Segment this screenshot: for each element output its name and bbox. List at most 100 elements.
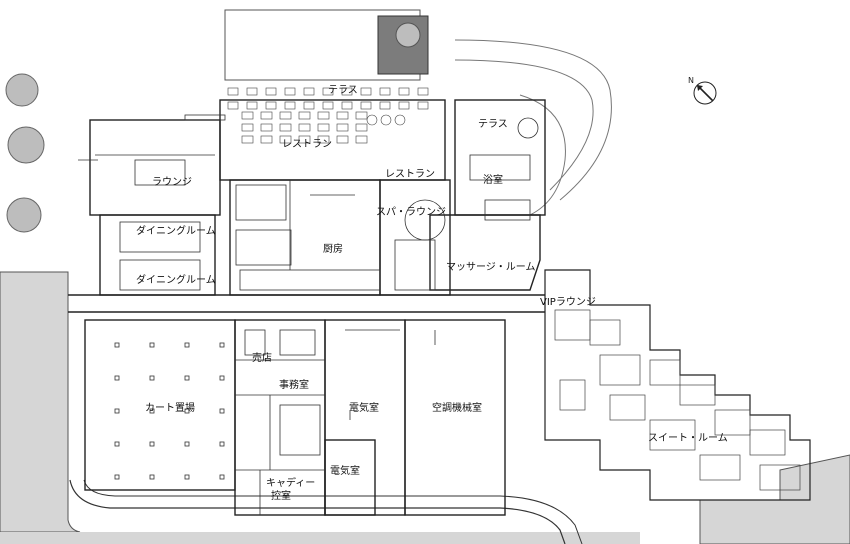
restaurant-table — [355, 111, 368, 120]
terrace-table — [379, 101, 391, 110]
column — [114, 441, 120, 447]
north-arrow — [693, 81, 717, 105]
label-caddie: キャディー — [266, 478, 316, 489]
label-dining-2: ダイニングルーム — [136, 275, 216, 286]
terrace-table — [417, 87, 429, 96]
column — [149, 441, 155, 447]
suite-room — [649, 359, 681, 386]
suite-room — [649, 419, 696, 451]
label-hvac-room: 空調機械室 — [432, 403, 482, 414]
column — [114, 408, 120, 414]
restaurant-table — [279, 111, 292, 120]
restaurant-table — [317, 135, 330, 144]
label-office: 事務室 — [279, 380, 309, 391]
terrace-table — [265, 87, 277, 96]
restaurant-table — [317, 111, 330, 120]
restaurant-table — [298, 135, 311, 144]
ground-bottom — [0, 532, 640, 544]
label-dining-1: ダイニングルーム — [136, 226, 216, 237]
label-control-room: 控室 — [271, 491, 291, 502]
terrace-table — [265, 101, 277, 110]
terrace-table — [227, 87, 239, 96]
terrace-table — [398, 101, 410, 110]
restaurant-table — [260, 135, 273, 144]
column — [184, 342, 190, 348]
north-arrow-letter: N — [688, 76, 694, 85]
round-table — [394, 114, 406, 126]
column — [114, 375, 120, 381]
suite-room — [749, 429, 786, 456]
tree — [5, 73, 39, 107]
column — [219, 441, 225, 447]
column — [149, 408, 155, 414]
label-restaurant-2: レストラン — [385, 169, 435, 180]
restaurant-table — [241, 123, 254, 132]
restaurant-table — [336, 135, 349, 144]
label-kitchen: 厨房 — [323, 244, 343, 255]
ground-left — [0, 271, 81, 533]
label-vip-lounge: VIPラウンジ — [540, 297, 596, 308]
label-electrical-room: 電気室 — [349, 403, 379, 414]
column — [219, 342, 225, 348]
label-spa-lounge: スパ・ラウンジ — [376, 207, 446, 218]
column — [149, 375, 155, 381]
column — [149, 342, 155, 348]
suite-room — [554, 309, 591, 341]
label-terrace-right: テラス — [478, 119, 508, 130]
label-suite: スイート・ルーム — [648, 433, 728, 444]
column — [219, 375, 225, 381]
label-cart-storage: カート置場 — [145, 403, 195, 414]
round-table — [366, 114, 378, 126]
column — [149, 474, 155, 480]
restaurant-table — [260, 123, 273, 132]
terrace-table — [360, 101, 372, 110]
restaurant-table — [336, 123, 349, 132]
terrace-table — [417, 101, 429, 110]
terrace-table — [341, 87, 353, 96]
column — [114, 474, 120, 480]
suite-room — [759, 464, 801, 491]
column — [184, 474, 190, 480]
column — [219, 474, 225, 480]
restaurant-table — [260, 111, 273, 120]
column — [184, 408, 190, 414]
terrace-table — [227, 101, 239, 110]
label-terrace-top: テラス — [328, 85, 358, 96]
suite-room — [609, 394, 646, 421]
access-road — [69, 479, 566, 544]
restaurant-table — [241, 111, 254, 120]
restaurant-table — [298, 111, 311, 120]
label-restaurant: レストラン — [282, 139, 332, 150]
terrace-table — [398, 87, 410, 96]
restaurant-table — [336, 111, 349, 120]
terrace-table — [322, 87, 334, 96]
label-bath: 浴室 — [483, 175, 503, 186]
terrace-table — [284, 101, 296, 110]
column — [184, 441, 190, 447]
suite-room — [599, 354, 641, 386]
restaurant-table — [317, 123, 330, 132]
terrace-table — [246, 101, 258, 110]
suite-room — [699, 454, 741, 481]
terrace-table — [341, 101, 353, 110]
column — [184, 375, 190, 381]
label-electrical-room-2: 電気室 — [330, 466, 360, 477]
suite-room — [559, 379, 586, 411]
column — [219, 408, 225, 414]
restaurant-table — [355, 123, 368, 132]
terrace-table — [379, 87, 391, 96]
terrace-table — [284, 87, 296, 96]
restaurant-table — [279, 135, 292, 144]
round-table — [380, 114, 392, 126]
terrace-table — [303, 101, 315, 110]
suite-room — [679, 384, 716, 406]
restaurant-table — [241, 135, 254, 144]
restaurant-table — [298, 123, 311, 132]
terrace-table — [360, 87, 372, 96]
label-massage-room: マッサージ・ルーム — [446, 262, 536, 273]
suite-room — [589, 319, 621, 346]
suite-room — [714, 409, 751, 436]
restaurant-table — [279, 123, 292, 132]
terrace-table — [322, 101, 334, 110]
